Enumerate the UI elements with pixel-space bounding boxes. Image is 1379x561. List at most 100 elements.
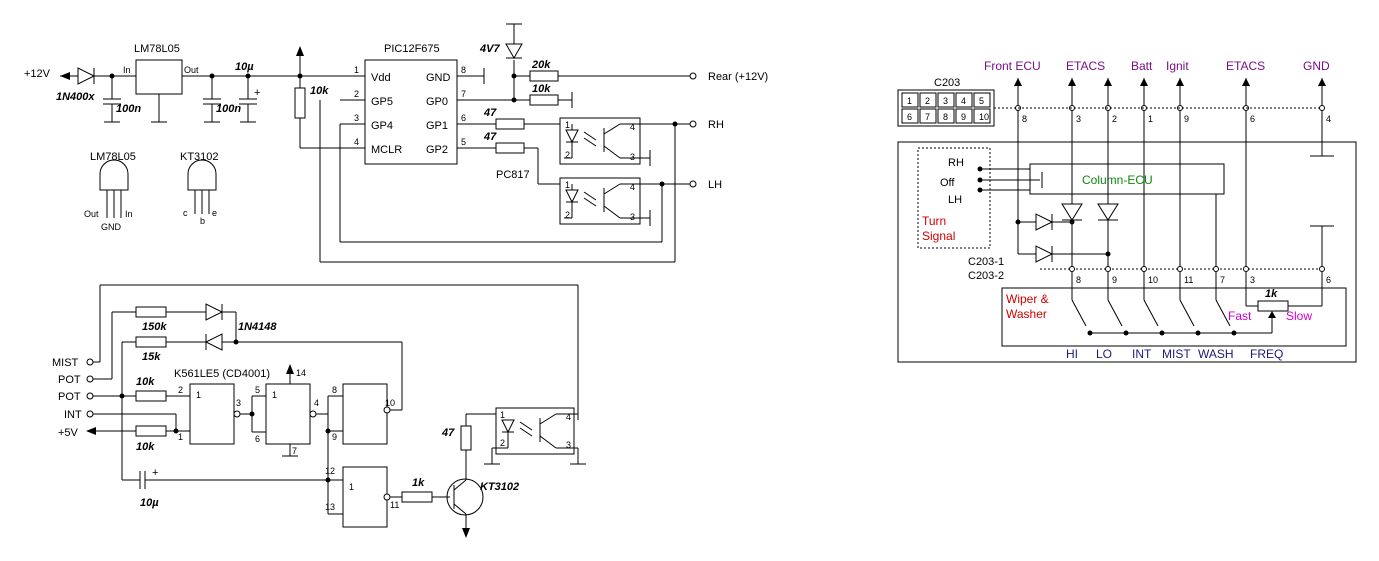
to92-icon xyxy=(99,159,129,191)
pkg-e: e xyxy=(212,208,217,218)
connector-pin-label: 2 xyxy=(925,96,930,106)
diode-icon xyxy=(204,333,223,351)
pin-number: 9 xyxy=(1184,114,1189,124)
gate-3 xyxy=(342,383,388,445)
connector-label: C203 xyxy=(934,77,960,89)
pin-number: 8 xyxy=(1022,114,1027,124)
int-label: INT xyxy=(64,409,82,421)
pin-number: 4 xyxy=(1326,114,1331,124)
r47b-label: 47 xyxy=(483,131,497,143)
resistor xyxy=(495,118,525,130)
zener-label: 4V7 xyxy=(479,43,500,55)
pin-number: 1 xyxy=(178,432,183,442)
pin-number: 14 xyxy=(296,368,306,378)
cap1-label: 100n xyxy=(116,103,141,115)
resistor xyxy=(529,70,559,82)
lh-terminal xyxy=(689,180,697,188)
res-10k-label: 10k xyxy=(310,85,329,97)
pin-number: 2 xyxy=(1112,114,1117,124)
pin-number: 4 xyxy=(314,398,319,408)
label-gnd: GND xyxy=(1303,59,1330,73)
pin-number: 5 xyxy=(255,385,260,395)
transistor-e xyxy=(539,435,557,449)
pot2-label: POT xyxy=(58,391,81,403)
pin-terminal xyxy=(1177,266,1183,272)
pin-number: 6 xyxy=(1250,114,1255,124)
connector-pin-label: 6 xyxy=(907,112,912,122)
pin-number: 13 xyxy=(325,502,335,512)
pin-number: 6 xyxy=(461,113,466,123)
diode-label: 1N4148 xyxy=(238,321,277,333)
vcc-arrow-icon xyxy=(286,364,294,374)
bottom-left-circuit: MIST POT POT INT +5V 150k 1N4148 15k 10k… xyxy=(52,284,586,538)
pin-terminal xyxy=(1105,266,1111,272)
pin-number: 2 xyxy=(565,150,570,160)
pin-number: 11 xyxy=(1184,275,1193,285)
pin-terminal xyxy=(1319,266,1325,272)
turn-lh: LH xyxy=(948,194,962,206)
gate-1 xyxy=(189,383,235,445)
pot1-terminal xyxy=(86,375,94,383)
pin-number: 2 xyxy=(500,438,505,448)
connector-pin-label: 3 xyxy=(943,96,948,106)
switch-blade xyxy=(1215,299,1231,327)
to92-icon xyxy=(187,159,217,191)
vdd-arrow-icon xyxy=(296,46,304,56)
switches xyxy=(1071,299,1237,336)
wiper-box xyxy=(1001,287,1347,347)
connector-pin-label: 8 xyxy=(943,112,948,122)
cap-plus: + xyxy=(152,467,158,479)
mist-label: MIST xyxy=(52,357,79,369)
signal-label: Signal xyxy=(922,229,955,243)
diode-icon xyxy=(1097,203,1119,221)
pin-arrow-icon xyxy=(1104,78,1112,86)
pin-label: GND xyxy=(426,72,451,84)
resistor xyxy=(495,142,525,154)
switch-blade xyxy=(1107,299,1123,327)
supply-label: +12V xyxy=(24,68,51,80)
v5-label: +5V xyxy=(58,427,79,439)
transistor-c xyxy=(539,413,557,425)
connector-pin-label: 1 xyxy=(907,96,912,106)
transistor-c xyxy=(453,479,467,491)
pin-number: 3 xyxy=(630,152,635,162)
pin-arrow-icon xyxy=(1068,78,1076,86)
r20k-label: 20k xyxy=(531,59,551,71)
light-arrow xyxy=(583,137,597,147)
pin-label: GP4 xyxy=(371,120,393,132)
label-freq: FREQ xyxy=(1250,347,1283,361)
connector-pin-label: 10 xyxy=(979,112,989,122)
pin-number: 1 xyxy=(565,180,570,190)
pin-label: GP1 xyxy=(426,120,448,132)
pin-number: 3 xyxy=(1250,275,1255,285)
connector-pin-label: 4 xyxy=(961,96,966,106)
gate-label: 1 xyxy=(349,482,354,492)
resistor xyxy=(529,94,559,106)
pin-number: 1 xyxy=(354,65,359,75)
pot1-label: POT xyxy=(58,374,81,386)
lh-label: LH xyxy=(708,179,722,191)
res-1k-label: 1k xyxy=(1265,288,1278,300)
gnd-arrow-icon xyxy=(462,528,470,538)
pin-number: 8 xyxy=(332,385,337,395)
node xyxy=(119,393,125,399)
pin-terminal xyxy=(1069,266,1075,272)
pin-label: GP2 xyxy=(426,144,448,156)
pin-number: 6 xyxy=(1326,275,1331,285)
pkg-out: Out xyxy=(84,209,99,219)
pin-number: 6 xyxy=(255,434,260,444)
diode-icon xyxy=(1061,203,1083,221)
switch-blade xyxy=(1143,299,1159,327)
ic-label: K561LE5 (CD4001) xyxy=(174,368,270,380)
turn-off: Off xyxy=(940,177,955,189)
transistor-icon xyxy=(446,478,484,516)
pin-number: 5 xyxy=(461,137,466,147)
pin-number: 3 xyxy=(630,212,635,222)
r10k-a-label: 10k xyxy=(136,376,155,388)
r15k-label: 15k xyxy=(142,351,161,363)
label-mist: MIST xyxy=(1162,347,1191,361)
